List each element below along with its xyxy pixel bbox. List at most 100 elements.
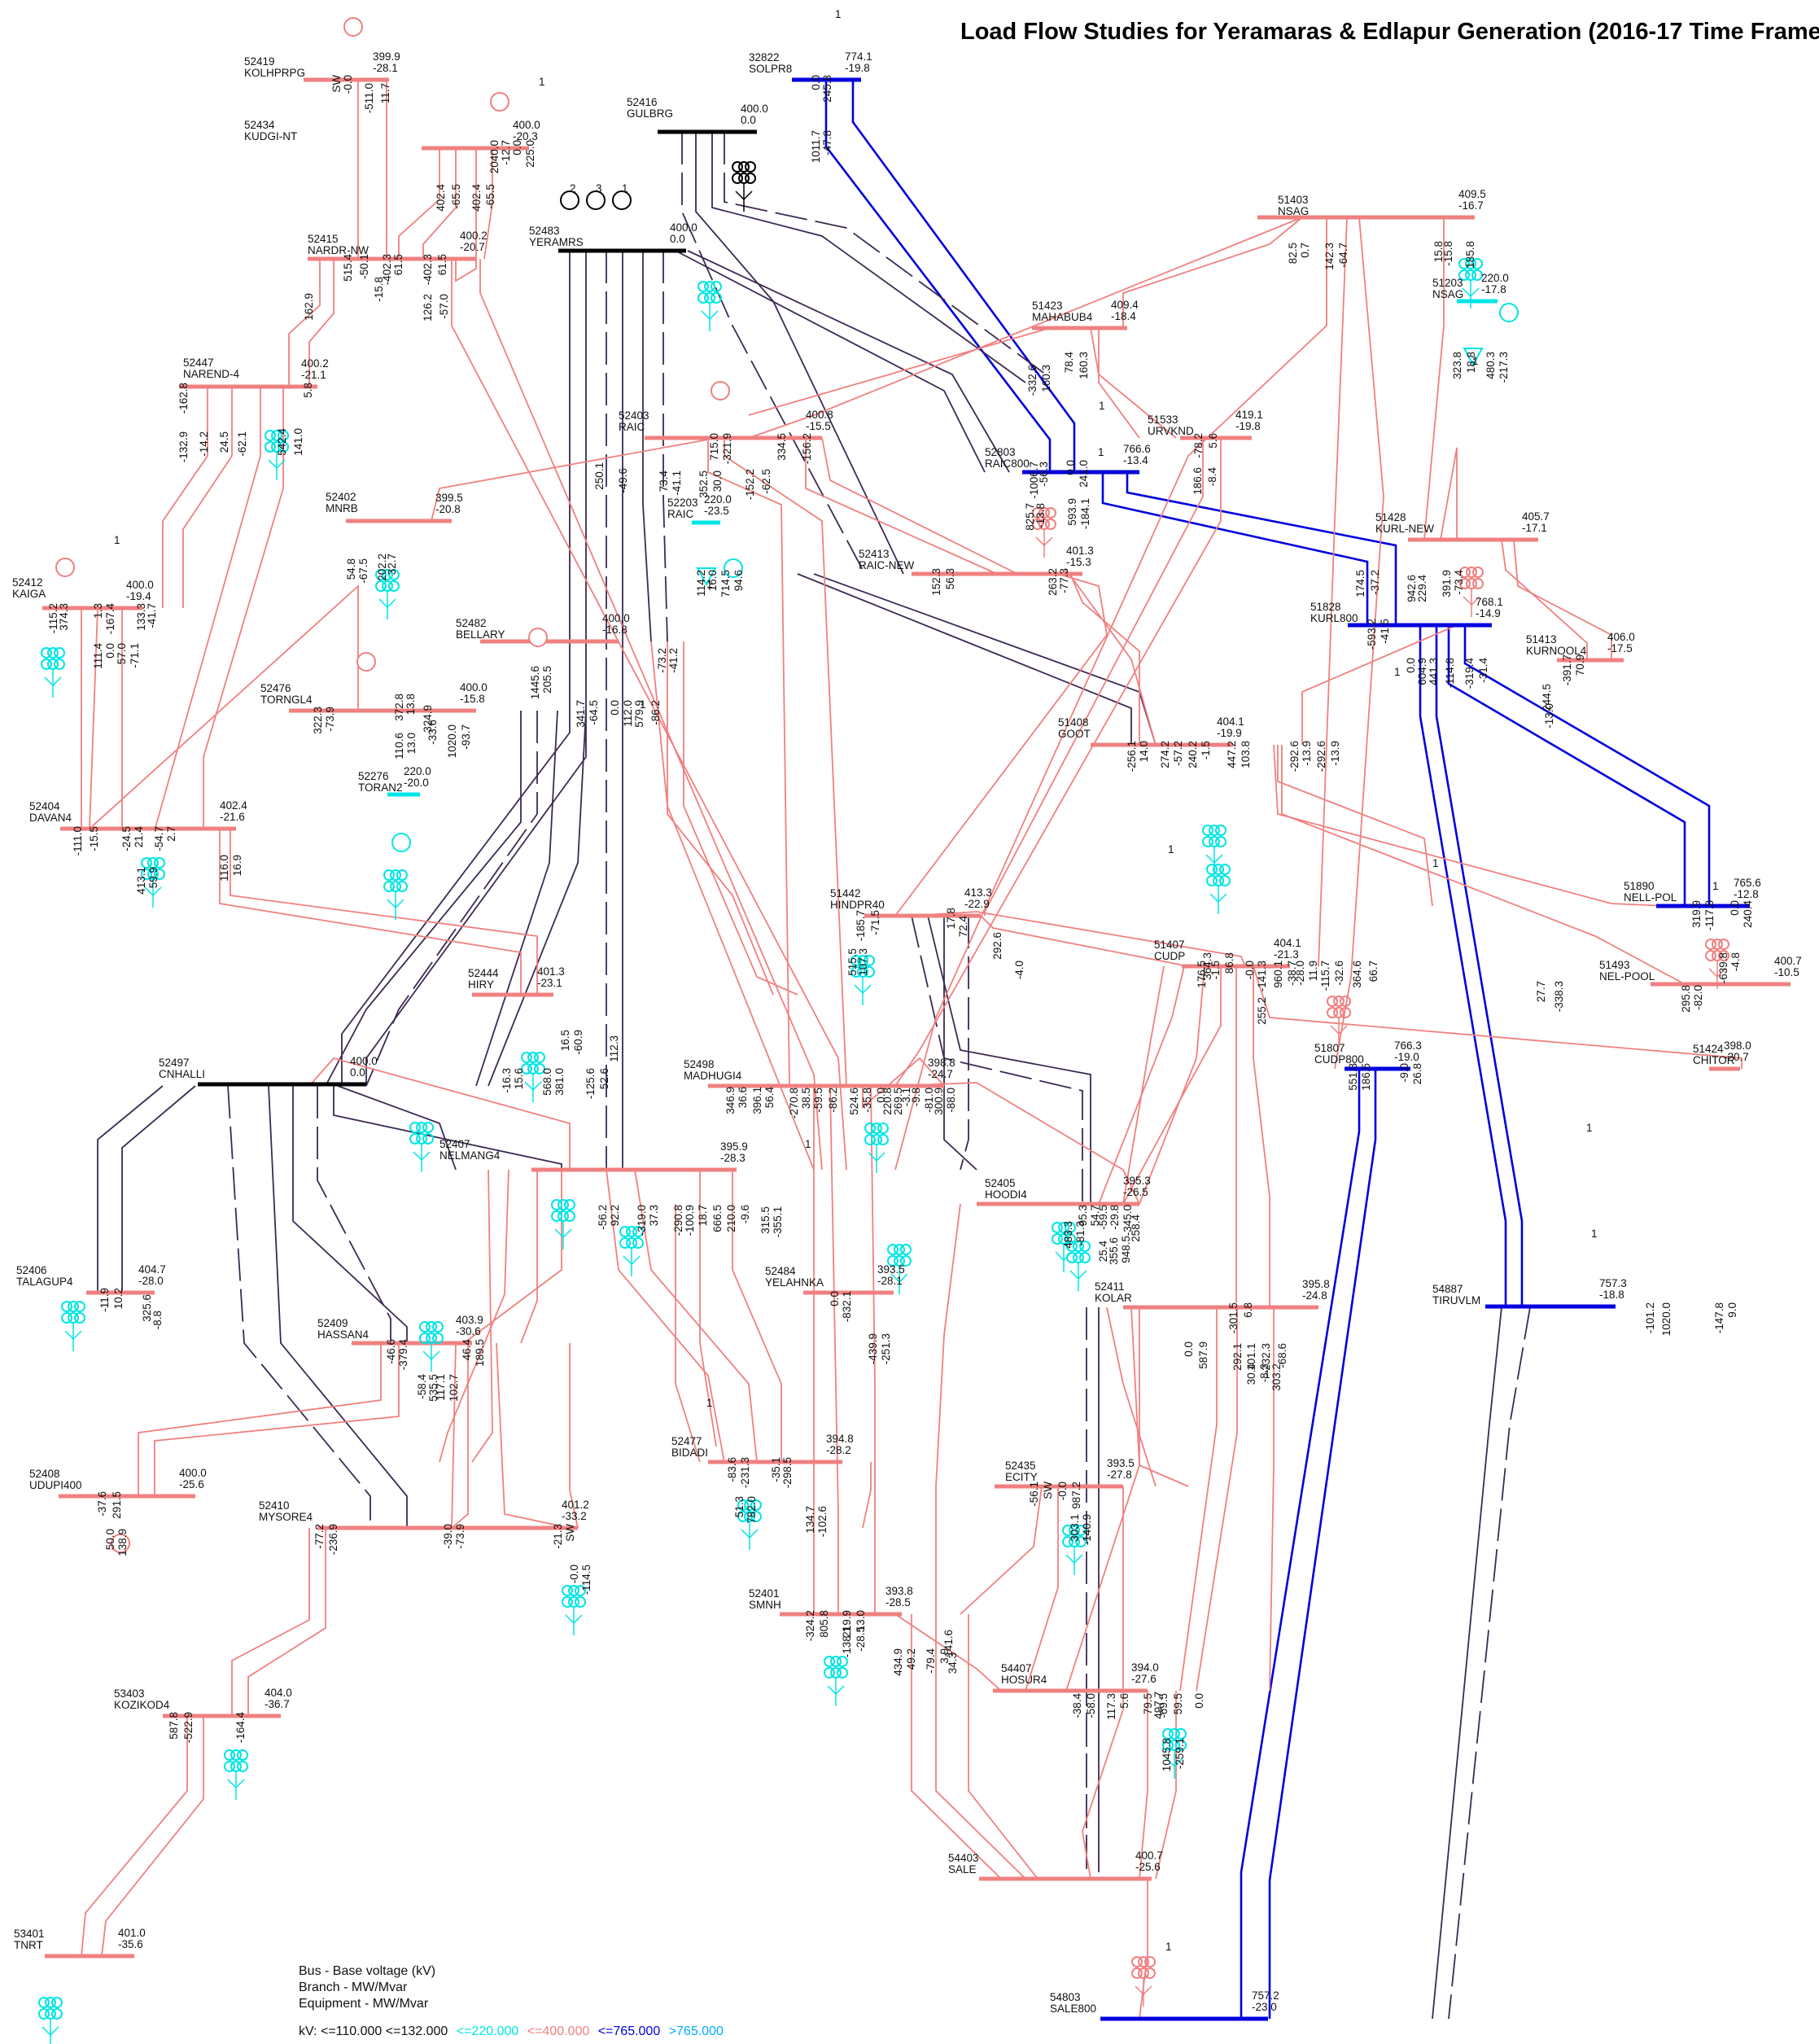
flow-value: -32.6 xyxy=(1333,961,1345,986)
transformer-icon xyxy=(41,647,65,698)
bus-angle-label: -28.3 xyxy=(720,1152,746,1164)
flow-value: -593.2 xyxy=(1366,619,1378,650)
branch-line xyxy=(422,148,457,259)
flow-value: -56.2 xyxy=(597,1205,609,1230)
flow-value: 391.9 xyxy=(1441,570,1453,597)
flow-value: -77.2 xyxy=(313,1524,326,1549)
bus-name-label: CHITOR xyxy=(1693,1054,1735,1066)
bus-angle-label: -15.3 xyxy=(1066,556,1091,568)
flow-value: 210.0 xyxy=(725,1205,737,1232)
bus-name-label: HASSAN4 xyxy=(317,1328,369,1341)
branch-line xyxy=(89,607,98,829)
flow-value: -511.0 xyxy=(363,83,375,113)
flow-value: -15.8 xyxy=(1442,241,1454,266)
branch-line xyxy=(1447,625,1686,906)
flow-value: 15.6 xyxy=(513,1068,525,1089)
bus-number-label: 52276 xyxy=(358,770,389,782)
flow-value: -9.0 xyxy=(1398,1063,1410,1082)
bus-angle-label: -25.6 xyxy=(179,1478,204,1490)
bus-number-label: 52498 xyxy=(684,1058,715,1070)
bus-number-label: 52484 xyxy=(765,1265,796,1277)
flow-value: -125.6 xyxy=(584,1068,597,1099)
flow-value: -332.6 xyxy=(1026,365,1038,396)
flow-value: -41.1 xyxy=(671,471,683,496)
flow-value: 269.5 xyxy=(892,1088,904,1115)
flow-value: 551.3 xyxy=(1347,1063,1359,1091)
flow-value: 18.7 xyxy=(697,1205,709,1226)
branch-line xyxy=(247,1528,326,1716)
flow-value: 3.9 xyxy=(938,1648,951,1664)
bus-name-label: ECITY xyxy=(1005,1471,1038,1483)
unit-number: 1 xyxy=(1264,1368,1270,1381)
bus-number-label: 52413 xyxy=(859,548,890,560)
flow-value: -114.8 xyxy=(1444,658,1456,688)
branch-line xyxy=(894,1613,1002,1692)
branch-line xyxy=(980,915,1189,967)
bus-number-label: 52482 xyxy=(456,617,487,629)
flow-value: 942.6 xyxy=(1406,575,1418,602)
bus-voltage-label: 400.0 xyxy=(126,579,154,591)
flow-value: 54.8 xyxy=(345,558,357,580)
flow-value: 14.0 xyxy=(1138,741,1150,762)
transformer-icon xyxy=(1162,1728,1187,1779)
branch-line xyxy=(333,1086,562,1170)
flow-value: 112.0 xyxy=(622,700,634,727)
flow-value: 497.7 xyxy=(1152,1692,1165,1719)
bus-number-label: 51890 xyxy=(1624,880,1655,892)
flow-value: 0.0 xyxy=(104,643,116,659)
bus-voltage-label: 399.5 xyxy=(435,492,463,504)
bus-name-label: UDUPI400 xyxy=(29,1479,82,1491)
flow-value: -4.0 xyxy=(1013,961,1025,979)
flow-value: 480.3 xyxy=(1484,352,1497,379)
flow-value: 255.2 xyxy=(1256,997,1268,1025)
transformer-icon xyxy=(1705,939,1729,989)
bus-angle-label: 0.0 xyxy=(670,233,685,245)
bus-number-label: 54803 xyxy=(1050,1991,1081,2003)
transformer-icon xyxy=(562,1585,586,1635)
bus-name-label: CUDP xyxy=(1154,950,1185,962)
flow-value: 10.2 xyxy=(112,1288,125,1309)
flow-value: 56.3 xyxy=(944,568,956,589)
flow-value: 274.2 xyxy=(1159,741,1171,768)
branch-line xyxy=(1069,573,1140,745)
bus-number-label: 52404 xyxy=(29,800,60,812)
branch-line xyxy=(138,1343,382,1496)
unit-number: 1 xyxy=(1098,446,1104,458)
flow-value: -57.2 xyxy=(1172,741,1184,766)
bus-angle-label: -20.0 xyxy=(404,777,429,789)
flow-value: -71.5 xyxy=(869,910,881,935)
branch-line xyxy=(935,1203,961,1614)
bus-number-label: 51403 xyxy=(1278,194,1309,206)
flow-value: 434.9 xyxy=(892,1648,904,1676)
flow-value: 51.3 xyxy=(733,1496,746,1517)
branch-line xyxy=(182,387,233,608)
transformer-icon xyxy=(1206,864,1231,914)
branch-line xyxy=(935,1614,1026,1880)
branch-line xyxy=(606,1169,725,1463)
branch-line xyxy=(1269,1307,1275,1692)
flow-value: -141.3 xyxy=(1256,961,1268,991)
flow-value: 92.2 xyxy=(609,1205,621,1226)
legend-equipment: Equipment - MW/Mvar xyxy=(299,1997,429,2011)
flow-value: 381.0 xyxy=(553,1068,566,1096)
flow-value: 21.4 xyxy=(133,826,145,848)
flow-value: 483.3 xyxy=(1062,1221,1074,1249)
bus-angle-label: 0.0 xyxy=(741,114,756,126)
branch-line xyxy=(829,1085,839,1614)
flow-value: 250.1 xyxy=(593,462,606,490)
flow-value: -39.0 xyxy=(442,1524,454,1549)
bus-number-label: 52447 xyxy=(183,357,214,369)
flow-value: 323.8 xyxy=(1451,352,1463,379)
flow-value: -9.6 xyxy=(739,1205,751,1223)
bus-angle-label: -17.8 xyxy=(1481,283,1506,295)
bus-voltage-label: 393.5 xyxy=(1107,1457,1135,1469)
bus-number-label: 52497 xyxy=(159,1057,190,1069)
bus-name-label: KOZIKOD4 xyxy=(114,1699,170,1711)
bus-bars xyxy=(42,77,1791,2021)
flow-value: -231.3 xyxy=(739,1457,751,1488)
flow-value: -21.3 xyxy=(552,1524,564,1549)
flow-value: -78.2 xyxy=(1192,433,1205,458)
bus-voltage-label: 400.7 xyxy=(1135,1849,1163,1862)
bus-voltage-label: 398.0 xyxy=(1724,1040,1751,1052)
